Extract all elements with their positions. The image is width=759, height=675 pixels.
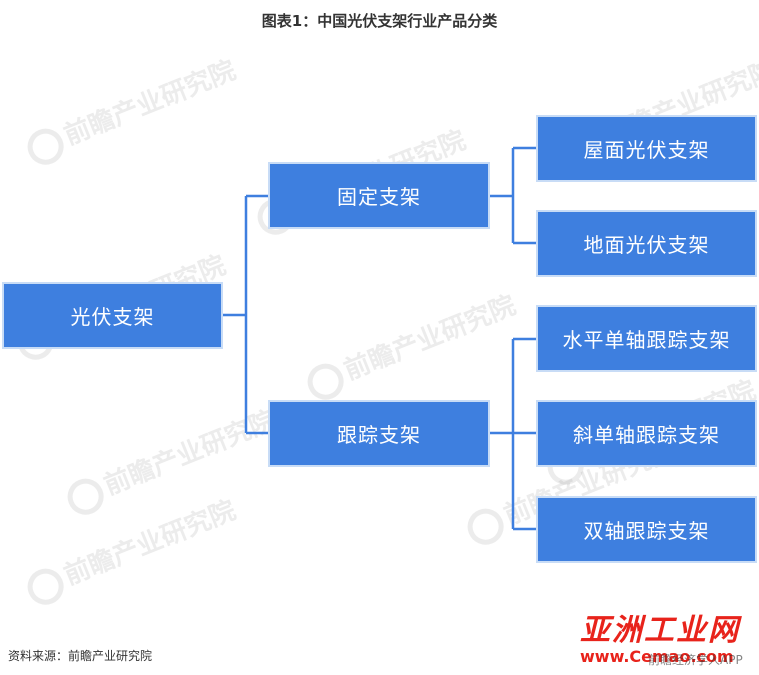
node-root: 光伏支架 [2, 282, 223, 349]
node-fixed-bracket: 固定支架 [268, 162, 490, 229]
app-label: 前瞻经济学人APP [648, 653, 743, 667]
site-logo: 亚洲工业网 [580, 613, 740, 648]
node-tilted-single-axis: 斜单轴跟踪支架 [536, 400, 757, 467]
source-note: 资料来源：前瞻产业研究院 [8, 649, 153, 663]
node-dual-axis: 双轴跟踪支架 [536, 496, 757, 563]
node-horizontal-single-axis: 水平单轴跟踪支架 [536, 305, 757, 372]
figure-title: 图表1：中国光伏支架行业产品分类 [261, 12, 498, 30]
node-ground-bracket: 地面光伏支架 [536, 210, 757, 277]
node-tracking-bracket: 跟踪支架 [268, 400, 490, 467]
node-roof-bracket: 屋面光伏支架 [536, 115, 757, 182]
site-url: www.Cemao.com [580, 647, 734, 666]
